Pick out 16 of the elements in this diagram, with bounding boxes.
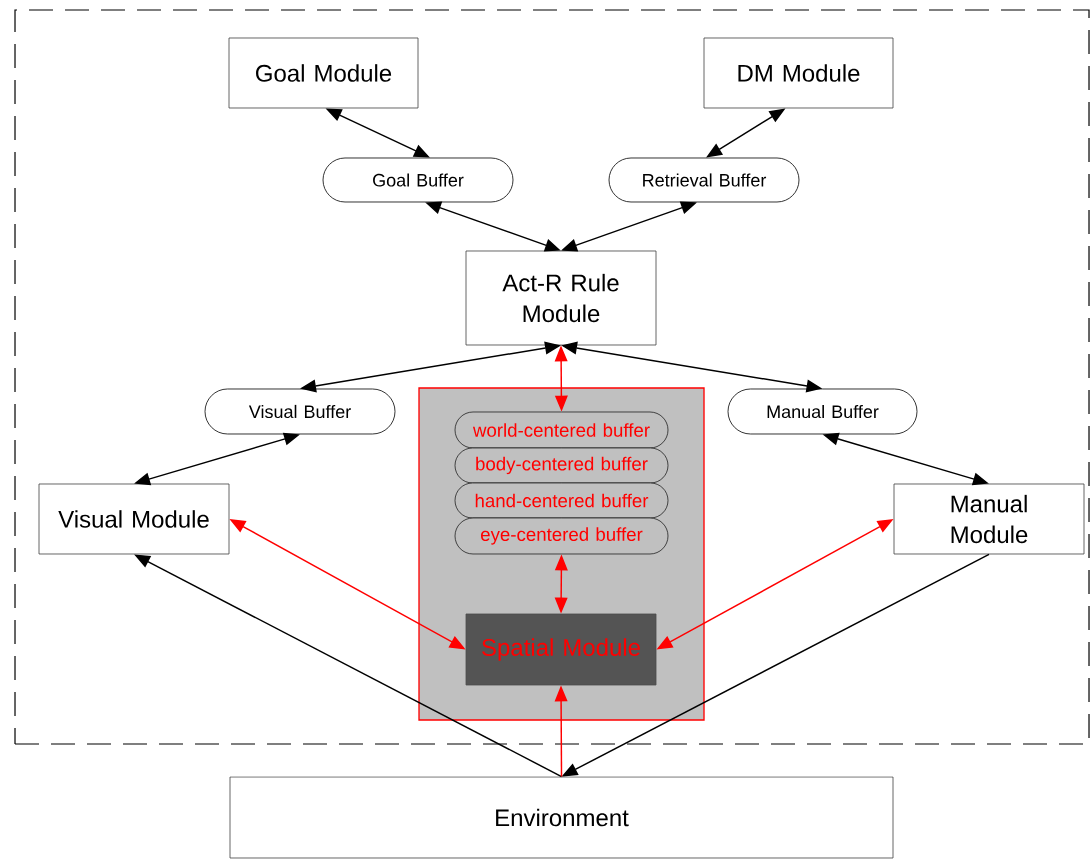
- buffer-pill: Visual Buffer: [204, 388, 396, 435]
- buffer-pill: world-centered buffer: [454, 411, 669, 449]
- module-box: Act-R Rule Module: [465, 250, 657, 346]
- module-box: DM Module: [703, 37, 894, 109]
- buffer-pill: Goal Buffer: [322, 157, 514, 203]
- buffer-pill: hand-centered buffer: [454, 482, 669, 519]
- buffer-pill: Manual Buffer: [727, 388, 918, 435]
- module-box: Environment: [229, 776, 894, 859]
- buffer-pill: eye-centered buffer: [454, 517, 669, 555]
- buffer-pill: body-centered buffer: [454, 447, 669, 484]
- module-box: Visual Module: [38, 483, 230, 555]
- module-box: Spatial Module: [465, 613, 657, 686]
- module-box: Manual Module: [893, 483, 1085, 555]
- dashed-boundary: [14, 9, 1090, 745]
- module-box: Goal Module: [228, 37, 419, 109]
- buffer-pill: Retrieval Buffer: [608, 157, 800, 203]
